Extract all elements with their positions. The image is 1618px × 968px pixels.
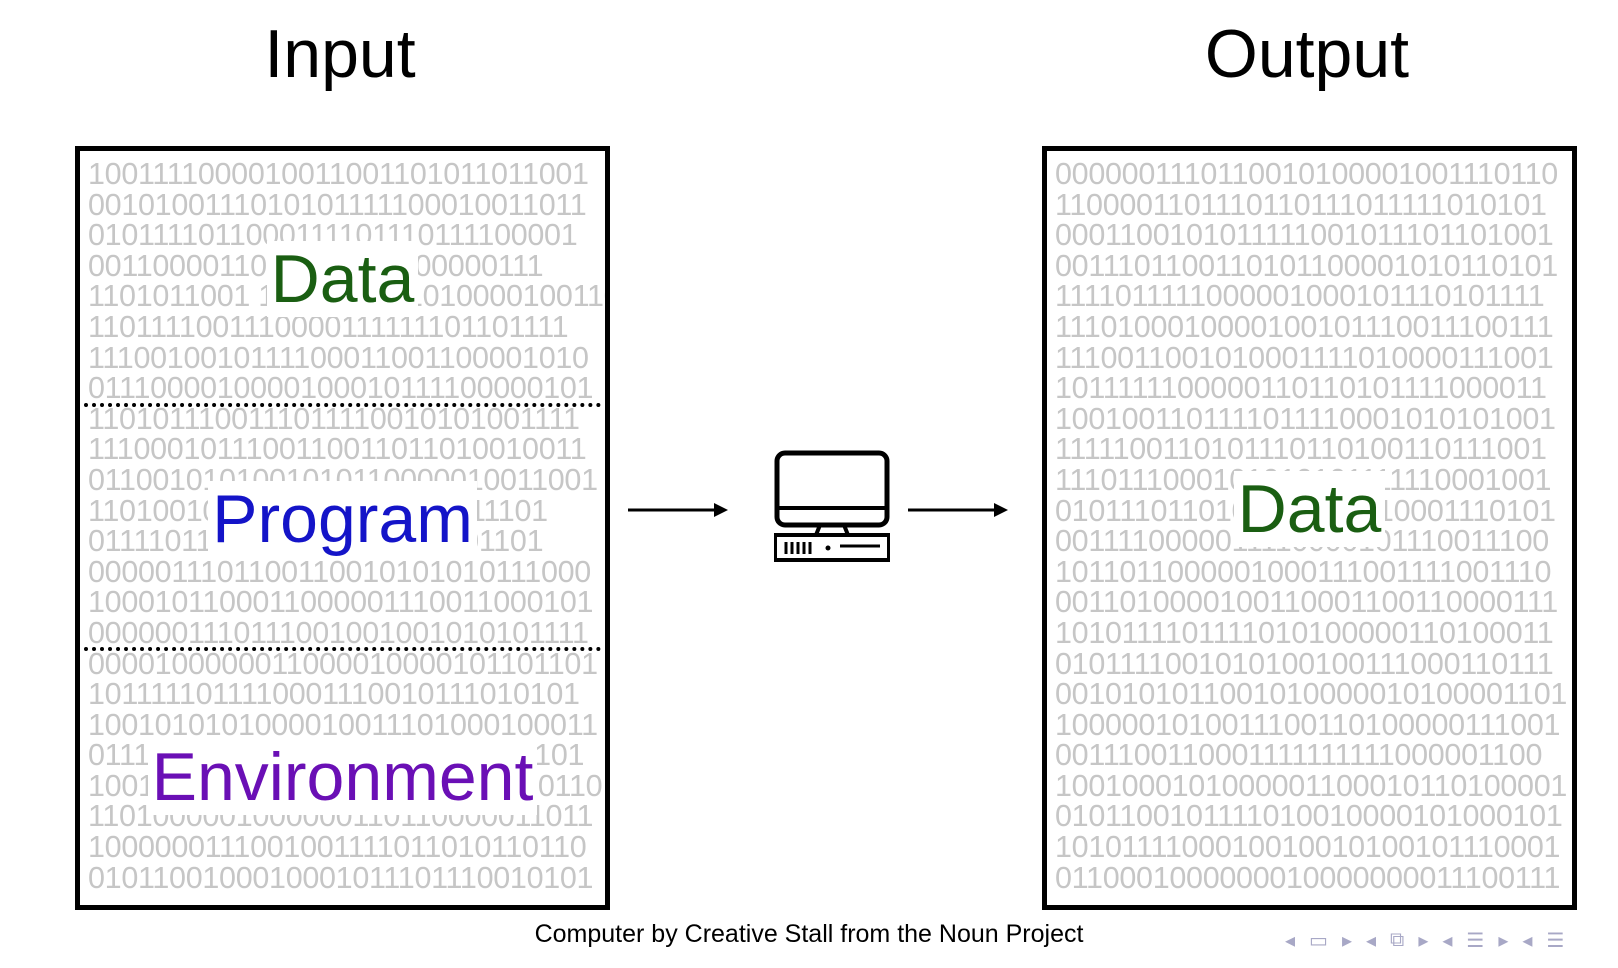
nav-next-slide-icon[interactable]: ▸ [1341, 930, 1352, 952]
output-binary-row: 1110100010000100101110011100111 [1055, 309, 1554, 344]
output-heading: Output [1204, 16, 1410, 92]
beamer-navigation[interactable]: ◂ ▭ ▸ ◂ ⧉ ▸ ◂ ☰ ▸ ◂ ☰ [1285, 928, 1564, 953]
input-binary-row: 1001111000010011001101011011001 [88, 157, 589, 191]
input-binary-row: 0000011101100110010101010111000 [88, 554, 591, 589]
output-binary-row: 1010111100010010010100101110001 [1055, 830, 1561, 865]
nav-section-icon[interactable]: ☰ [1466, 930, 1485, 952]
data-program-divider [84, 403, 601, 407]
output-binary-row: 0011101100110101100001010110101 [1055, 248, 1558, 283]
output-binary-row: 1011111100000110110101111000011 [1055, 371, 1547, 406]
output-binary-row: 0011100110001111111111000001100 [1055, 738, 1543, 773]
input-binary-row: 0010100111010101111100010011011 [88, 187, 587, 222]
input-binary-row: 1001010101000010011101000100011 [88, 707, 598, 742]
nav-next-frame-icon[interactable]: ▸ [1418, 930, 1429, 952]
input-heading: Input [264, 16, 416, 92]
nav-prev-section-icon[interactable]: ◂ [1442, 930, 1453, 952]
input-environment-label: Environment [80, 739, 605, 815]
nav-frame-icon[interactable]: ⧉ [1390, 929, 1405, 951]
output-binary-row: 1011011000001000111001111001110 [1055, 554, 1552, 589]
input-binary-row: 1110001011100110011011010010011 [88, 432, 587, 467]
output-binary-row: 0010101011001010000010100001101 [1055, 677, 1568, 712]
input-binary-row: 0111000010000100010111100000101 [88, 371, 594, 406]
input-binary-row: 1011111011110001110010111010101 [88, 677, 580, 712]
output-data-label: Data [1047, 471, 1572, 547]
computer-icon [774, 450, 890, 562]
nav-subsection-icon[interactable]: ☰ [1546, 930, 1565, 952]
output-binary-row: 1001000101000001100010110100001 [1055, 768, 1568, 803]
computer-to-output-arrow-icon [908, 503, 1008, 517]
output-binary-row: 1000001010011100110100000111001 [1055, 707, 1561, 742]
nav-prev-subsection-icon[interactable]: ◂ [1522, 930, 1533, 952]
output-binary-row: 1111100110101110110100110111001 [1055, 432, 1547, 467]
icon-credit: Computer by Creative Stall from the Noun… [534, 920, 1084, 948]
output-data-label-text: Data [1233, 471, 1386, 547]
output-binary-row: 0110001000000010000000011100111 [1055, 860, 1561, 895]
output-binary-row: 1001001101111011110001010101001 [1055, 401, 1556, 436]
input-data-label-text: Data [266, 241, 419, 317]
input-to-computer-arrow-icon [628, 503, 728, 517]
output-binary-row: 0000001110110010100001001110110 [1055, 157, 1558, 191]
input-binary-row: 1101011100111011110010101001111 [88, 401, 580, 436]
output-binary-row: 1100001101110110111011111010101 [1055, 187, 1547, 222]
input-program-label-text: Program [208, 481, 477, 557]
program-environment-divider [84, 647, 601, 651]
output-binary-row: 1110011001010001111010000111001 [1055, 340, 1554, 375]
nav-prev-frame-icon[interactable]: ◂ [1366, 930, 1377, 952]
input-binary-row: 0000001110111001001001010101111 [88, 615, 589, 650]
input-program-label: Program [80, 481, 605, 557]
input-binary-row: 0101100100010001011101110010101 [88, 860, 594, 895]
input-environment-label-text: Environment [147, 739, 538, 815]
nav-prev-slide-icon[interactable]: ◂ [1285, 930, 1296, 952]
output-binary-row: 1111011111000001000101110101111 [1055, 279, 1545, 314]
input-binary-row: 0000100000011000010000101101101 [88, 646, 598, 681]
nav-next-section-icon[interactable]: ▸ [1498, 930, 1509, 952]
output-binary-row: 0011010000100110001100110000111 [1055, 585, 1558, 620]
nav-slide-icon[interactable]: ▭ [1309, 930, 1328, 952]
input-binary-row: 1000101100011000001110011000101 [88, 585, 594, 620]
input-data-label: Data [80, 241, 605, 317]
output-binary-row: 0001100101011111001011101101001 [1055, 218, 1554, 253]
output-binary-row: 1010111101111010100000110100011 [1055, 615, 1554, 650]
input-binary-row: 1110010010111100011001100001010 [88, 340, 589, 375]
output-binary-row: 0101111001010100100111000110111 [1055, 646, 1554, 681]
input-binary-row: 1000000111001001111011010110110 [88, 830, 587, 865]
output-binary-row: 0101100101111010010000101000101 [1055, 799, 1563, 834]
